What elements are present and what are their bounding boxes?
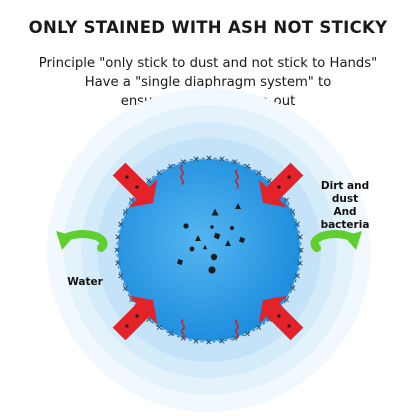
membrane-mark bbox=[156, 324, 162, 330]
membrane-mark bbox=[294, 273, 300, 279]
dust-particle-icon bbox=[238, 236, 246, 244]
membrane-mark bbox=[206, 155, 212, 161]
dirt-label-line-1: Dirt and bbox=[320, 180, 370, 192]
red-arrow-icon bbox=[112, 162, 158, 208]
water-label: Water bbox=[67, 276, 103, 288]
dust-particle-icon bbox=[235, 203, 241, 209]
membrane-mark bbox=[168, 163, 174, 169]
dirt-label-line-2: dust bbox=[331, 193, 359, 205]
dust-particle-icon bbox=[230, 226, 234, 230]
membrane-mark bbox=[122, 209, 128, 215]
squiggle-icon bbox=[235, 319, 239, 339]
membrane-mark bbox=[294, 221, 300, 227]
rotate-arrow-icon bbox=[310, 230, 362, 252]
membrane-mark bbox=[118, 273, 124, 279]
description-line-2: Have a "single diaphragm system" to bbox=[84, 75, 332, 90]
membrane-mark bbox=[297, 260, 303, 266]
rotate-arrow-right bbox=[310, 230, 362, 252]
membrane-mark bbox=[193, 338, 199, 344]
dust-particles bbox=[176, 203, 246, 274]
membrane-mark bbox=[283, 297, 289, 303]
membrane-mark bbox=[290, 285, 296, 291]
membrane-mark bbox=[156, 170, 162, 176]
membrane-mark bbox=[118, 221, 124, 227]
dust-particle-icon bbox=[183, 223, 189, 229]
membrane-mark bbox=[232, 159, 238, 165]
squiggle-icon bbox=[235, 169, 239, 189]
membrane-mark bbox=[266, 177, 272, 183]
membrane-mark bbox=[256, 324, 262, 330]
rotate-arrow-left bbox=[56, 230, 108, 252]
membrane-mark bbox=[219, 156, 225, 162]
membrane-mark bbox=[115, 234, 121, 240]
sphere bbox=[118, 159, 300, 341]
membrane-mark bbox=[297, 234, 303, 240]
membrane-mark bbox=[206, 339, 212, 345]
rotate-arrow-icon bbox=[56, 230, 108, 252]
membrane-mark bbox=[114, 247, 120, 253]
dirt-label-line-3: And bacteria bbox=[320, 206, 370, 231]
dust-particle-icon bbox=[208, 266, 216, 274]
dust-particle-icon bbox=[176, 258, 184, 266]
squiggles bbox=[180, 165, 239, 339]
squiggle-icon bbox=[181, 319, 185, 339]
dust-particle-icon bbox=[202, 244, 208, 250]
membrane-mark bbox=[298, 247, 304, 253]
membrane-mark bbox=[244, 331, 250, 337]
dust-particle-icon bbox=[213, 232, 221, 240]
red-arrow-icon bbox=[258, 295, 304, 341]
membrane-mark bbox=[168, 331, 174, 337]
page-title: ONLY STAINED WITH ASH NOT STICKY bbox=[28, 18, 388, 37]
membrane-mark bbox=[193, 156, 199, 162]
red-arrow-icon bbox=[112, 295, 158, 341]
dust-particle-icon bbox=[211, 208, 219, 216]
description-line-1: Principle "only stick to dust and not st… bbox=[38, 56, 378, 71]
dust-particle-icon bbox=[210, 225, 214, 229]
membrane-mark bbox=[146, 177, 152, 183]
membrane-mark bbox=[290, 209, 296, 215]
membrane-mark bbox=[244, 163, 250, 169]
membrane-mark bbox=[232, 335, 238, 341]
membrane-mark bbox=[122, 285, 128, 291]
dirt-dust-bacteria-label: Dirt and dust And bacteria bbox=[310, 180, 380, 232]
red-arrows bbox=[112, 162, 304, 341]
membrane-mark bbox=[115, 260, 121, 266]
membrane-mark bbox=[129, 197, 135, 203]
dust-particle-icon bbox=[225, 240, 231, 246]
dust-particle-icon bbox=[189, 246, 195, 252]
dust-particle-icon bbox=[210, 253, 218, 261]
squiggle-icon bbox=[180, 165, 184, 185]
dust-particle-icon bbox=[195, 235, 201, 241]
red-arrow-icon bbox=[258, 162, 304, 208]
membrane-mark bbox=[180, 159, 186, 165]
membrane-mark bbox=[283, 197, 289, 203]
membrane-mark bbox=[256, 170, 262, 176]
membrane-mark bbox=[219, 338, 225, 344]
